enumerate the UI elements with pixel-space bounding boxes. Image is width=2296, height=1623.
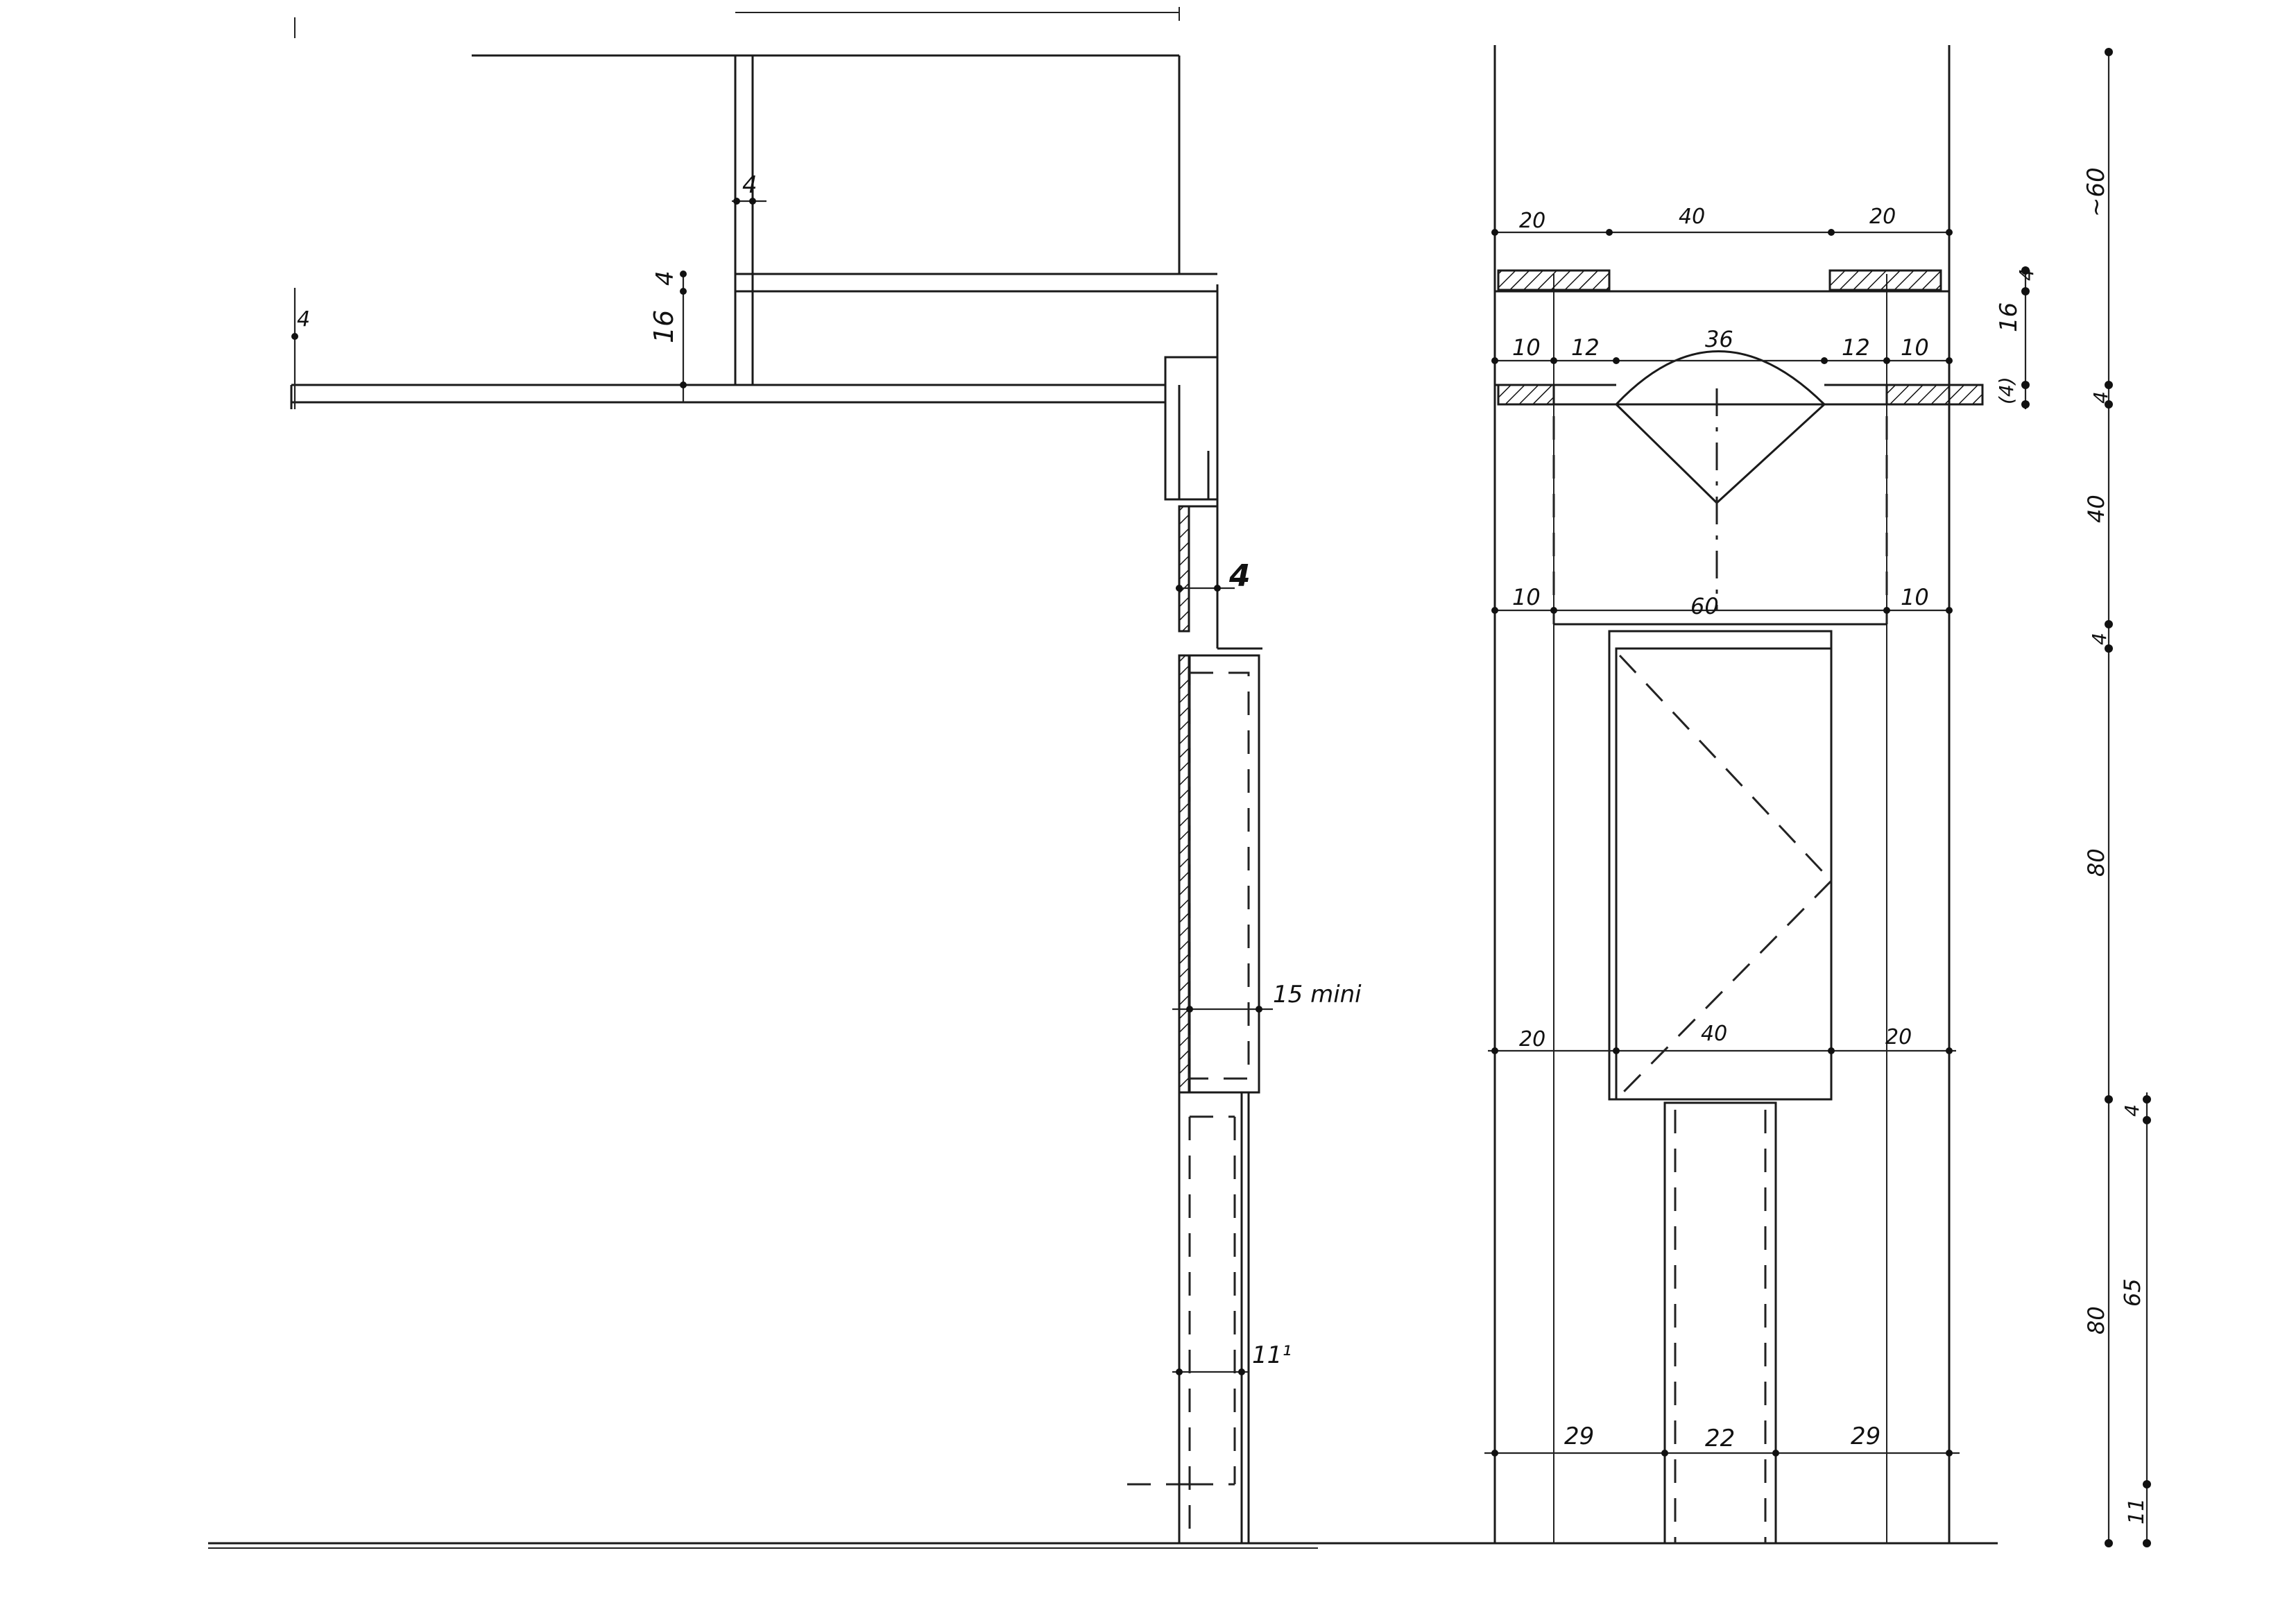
vdim-60: ~60 <box>2082 167 2110 217</box>
fourth-row-mid: 40 <box>1701 1022 1727 1046</box>
second-row-2: 12 <box>1571 334 1600 361</box>
vdim-4-c: 4 <box>2088 633 2111 645</box>
bottom-row-left: 29 <box>1564 1423 1594 1450</box>
bottom-row-right: 29 <box>1851 1423 1881 1450</box>
dim-left-small: 4 <box>297 307 310 332</box>
vdim-paren-4: (4) <box>1995 377 2018 404</box>
vdim-16: 16 <box>1995 302 2023 332</box>
arc-opening <box>1615 350 1826 406</box>
vdim-40: 40 <box>2083 495 2109 523</box>
dim-slot-4: 4 <box>1228 558 1251 594</box>
third-row-left: 10 <box>1512 584 1541 610</box>
dim-left-16: 16 <box>649 310 679 343</box>
vdim-inner-65: 65 <box>2119 1278 2145 1307</box>
dim-lower-11: 11¹ <box>1252 1341 1292 1369</box>
fourth-row-right: 20 <box>1885 1025 1912 1049</box>
second-row-3: 36 <box>1705 326 1733 352</box>
dim-opening-15: 15 mini <box>1273 981 1362 1008</box>
vdim-4-b: 4 <box>2089 391 2112 404</box>
front-view: 20 40 20 10 12 36 12 10 10 60 10 20 40 2… <box>1484 45 1984 1545</box>
top-row-left: 20 <box>1519 209 1545 233</box>
second-row-1: 10 <box>1512 334 1541 361</box>
top-row-right: 20 <box>1869 205 1896 229</box>
section-view: 4 4 16 4 4 15 mini 11¹ <box>208 7 1998 1549</box>
vdim-80-a: 80 <box>2083 848 2109 877</box>
fourth-row-left: 20 <box>1519 1027 1545 1051</box>
third-row-mid: 60 <box>1690 593 1719 619</box>
third-row-right: 10 <box>1901 584 1929 610</box>
vertical-dimensions: ~60 16 4 (4) 4 40 4 80 80 4 65 11 <box>1995 48 2151 1547</box>
vdim-80-b: 80 <box>2083 1306 2109 1334</box>
vdim-4-a: 4 <box>2015 268 2038 281</box>
second-row-5: 10 <box>1901 334 1929 361</box>
vdim-inner-4: 4 <box>2121 1104 2143 1117</box>
dim-left-4: 4 <box>651 270 679 286</box>
top-row-mid: 40 <box>1679 205 1705 229</box>
bottom-row-mid: 22 <box>1705 1425 1735 1452</box>
dim-top-4: 4 <box>742 171 757 199</box>
vdim-inner-11: 11 <box>2125 1498 2149 1525</box>
second-row-4: 12 <box>1842 334 1870 361</box>
